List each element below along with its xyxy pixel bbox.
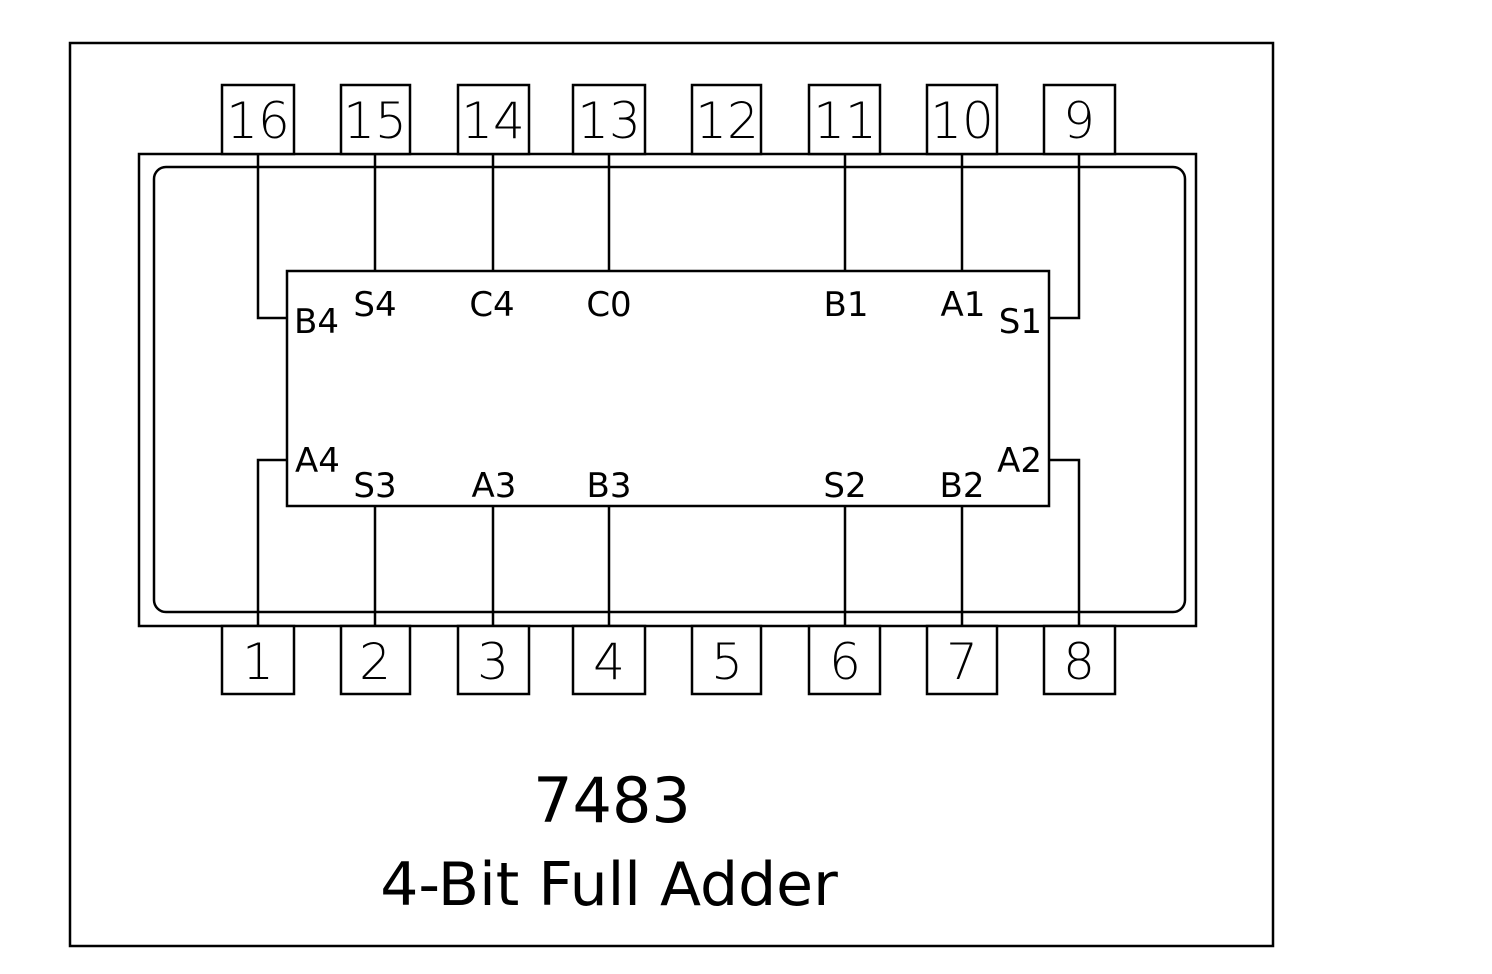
pin-number: 16 — [226, 92, 290, 150]
signal-label: S4 — [353, 285, 396, 325]
pin-box — [571, 624, 647, 696]
chip-description: 4-Bit Full Adder — [380, 850, 838, 920]
pin-number: 14 — [461, 92, 525, 150]
bottom-pin-7: 7 B2 — [925, 466, 999, 696]
top-pin-16: 16 B4 — [220, 83, 339, 342]
pin-lead — [1049, 154, 1081, 320]
pin-box — [339, 624, 412, 696]
signal-label: A3 — [472, 466, 517, 506]
bottom-pin-8: 8 A2 — [997, 441, 1117, 696]
outer-frame — [68, 41, 1275, 948]
top-pin-10: 10 A1 — [925, 83, 999, 325]
signal-label: B3 — [587, 466, 632, 506]
signal-label: A4 — [295, 441, 340, 481]
top-pin-12: 12 — [690, 83, 763, 156]
top-pin-9: 9 S1 — [999, 83, 1117, 342]
signal-label: S2 — [823, 466, 866, 506]
signal-label: B2 — [940, 466, 985, 506]
top-pin-11: 11 B1 — [807, 83, 882, 325]
pin-box — [807, 624, 882, 696]
bottom-pin-6: 6 S2 — [807, 466, 882, 696]
part-number: 7483 — [533, 764, 691, 837]
bottom-pin-3: 3 A3 — [456, 466, 531, 696]
pin-number: 1 — [242, 633, 274, 691]
signal-label: C0 — [586, 285, 631, 325]
pin-box — [925, 83, 999, 156]
package-outline — [137, 152, 1198, 628]
package-inner-outline — [152, 165, 1187, 614]
pin-number: 9 — [1063, 92, 1095, 150]
pin-box — [456, 83, 531, 156]
bottom-pin-5: 5 — [690, 624, 763, 696]
signal-label: S3 — [353, 466, 396, 506]
pin-box — [690, 624, 763, 696]
bottom-pin-2: 2 S3 — [339, 466, 412, 696]
signal-label: A2 — [997, 441, 1042, 481]
pin-number: 15 — [343, 92, 407, 150]
signal-label: C4 — [469, 285, 514, 325]
pin-lead — [256, 154, 287, 320]
pin-box — [456, 624, 531, 696]
logic-block — [285, 269, 1051, 508]
top-pin-14: 14 C4 — [456, 83, 531, 325]
pin-number: 12 — [695, 92, 759, 150]
top-pin-15: 15 S4 — [339, 83, 412, 325]
signal-label: S1 — [999, 302, 1042, 342]
pin-number: 10 — [930, 92, 994, 150]
pin-box — [571, 83, 647, 156]
signal-label: B1 — [824, 285, 869, 325]
pin-number: 11 — [813, 92, 877, 150]
pin-number: 4 — [593, 633, 625, 691]
pin-number: 2 — [359, 633, 391, 691]
signal-label: B4 — [294, 302, 339, 342]
pin-number: 13 — [577, 92, 641, 150]
pin-lead — [1049, 458, 1081, 626]
top-pin-13: 13 C0 — [571, 83, 647, 325]
pin-box — [1042, 624, 1117, 696]
pin-box — [925, 624, 999, 696]
bottom-pin-4: 4 B3 — [571, 466, 647, 696]
pin-box — [690, 83, 763, 156]
pin-number: 6 — [829, 633, 861, 691]
pin-number: 5 — [711, 633, 743, 691]
bottom-pin-1: 1 A4 — [220, 441, 340, 696]
pin-number: 3 — [477, 633, 509, 691]
pin-lead — [256, 458, 287, 626]
signal-label: A1 — [941, 285, 986, 325]
pin-number: 7 — [946, 633, 978, 691]
pin-number: 8 — [1063, 633, 1095, 691]
